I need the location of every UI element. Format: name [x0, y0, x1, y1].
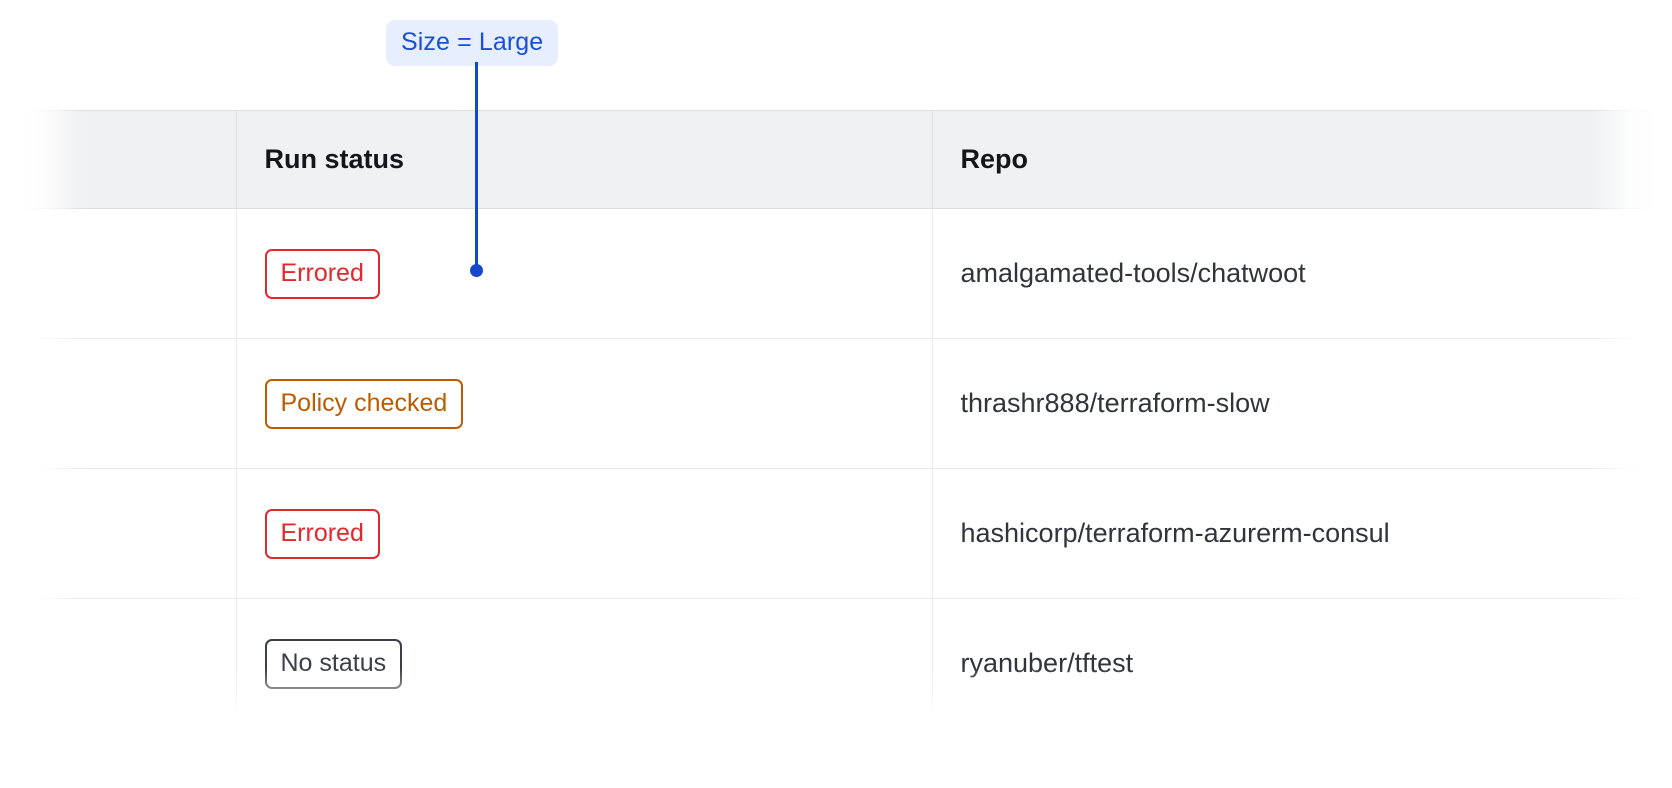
- status-badge[interactable]: Policy checked: [264, 378, 464, 429]
- run-status-table: Run status Repo Errored amalgamated-tool…: [0, 110, 1672, 788]
- table-row[interactable]: Policy checked thrashr888/terraform-slow: [0, 338, 1672, 469]
- annotation-label[interactable]: Size = Large: [386, 20, 559, 66]
- status-badge[interactable]: Errored: [264, 508, 380, 559]
- status-badge[interactable]: No status: [264, 638, 403, 689]
- run-status-cell: Errored: [236, 208, 933, 339]
- run-status-cell: No status: [236, 598, 933, 729]
- status-badge[interactable]: No status: [264, 768, 403, 788]
- run-status-cell: Errored: [236, 468, 933, 599]
- table-row[interactable]: Errored hashicorp/terraform-azurerm-cons…: [0, 468, 1672, 599]
- table-row[interactable]: No status ryanuber/tftest: [0, 598, 1672, 729]
- repo-cell[interactable]: hashicorp/terraform-azurerm-consul: [932, 468, 1672, 599]
- run-status-cell: No status: [236, 728, 933, 788]
- row-spacer-cell: [0, 468, 237, 599]
- row-spacer-cell: [0, 598, 237, 729]
- status-badge[interactable]: Errored: [264, 248, 380, 299]
- repo-cell[interactable]: ryanuber/tftest: [932, 598, 1672, 729]
- table-row[interactable]: No status ashrajagopal/random_net_genera…: [0, 728, 1672, 788]
- column-header-run-status[interactable]: Run status: [236, 110, 933, 209]
- column-header-repo[interactable]: Repo: [932, 110, 1672, 209]
- table-body: Errored amalgamated-tools/chatwoot Polic…: [0, 208, 1672, 788]
- row-spacer-cell: [0, 728, 237, 788]
- status-table-container[interactable]: Run status Repo Errored amalgamated-tool…: [0, 110, 1672, 788]
- run-status-cell: Policy checked: [236, 338, 933, 469]
- repo-cell[interactable]: ashrajagopal/random_net_generator: [932, 728, 1672, 788]
- repo-cell[interactable]: amalgamated-tools/chatwoot: [932, 208, 1672, 339]
- table-row[interactable]: Errored amalgamated-tools/chatwoot: [0, 208, 1672, 339]
- table-header: Run status Repo: [0, 110, 1672, 209]
- column-header-spacer: [0, 110, 237, 209]
- repo-cell[interactable]: thrashr888/terraform-slow: [932, 338, 1672, 469]
- table-header-row: Run status Repo: [0, 110, 1672, 209]
- row-spacer-cell: [0, 338, 237, 469]
- row-spacer-cell: [0, 208, 237, 339]
